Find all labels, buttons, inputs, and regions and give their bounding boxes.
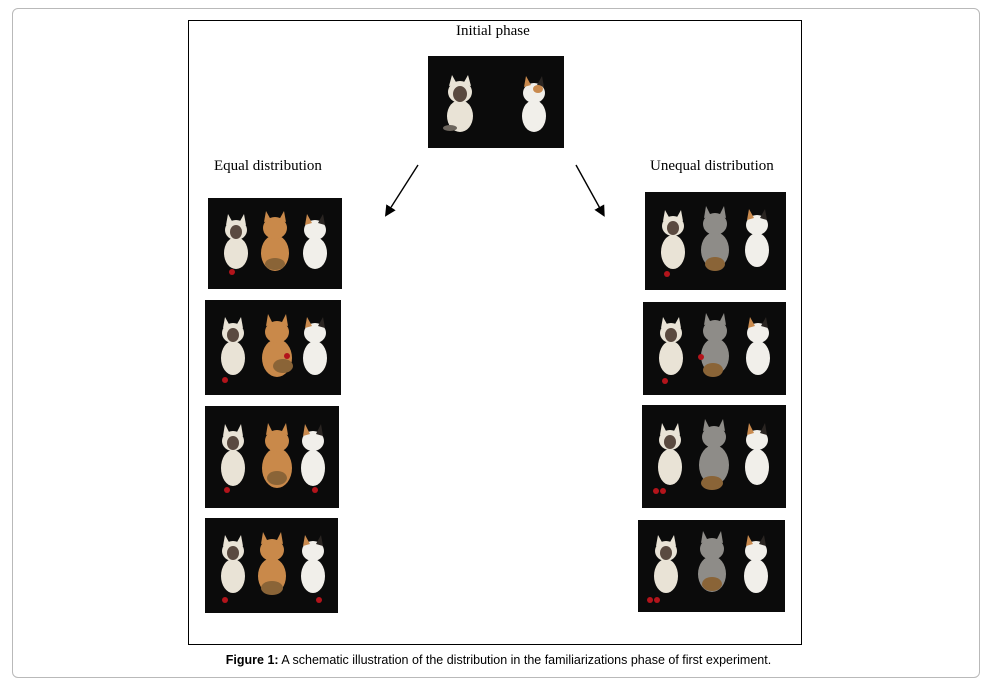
unequal-distribution-label: Unequal distribution — [650, 158, 774, 174]
unequal-photo-3 — [642, 405, 786, 508]
unequal-photo-1 — [645, 192, 786, 290]
equal-photo-3 — [205, 406, 339, 508]
equal-distribution-label: Equal distribution — [214, 158, 322, 174]
caption-prefix: Figure 1: — [225, 653, 279, 667]
three-toy-cats-image — [638, 520, 785, 612]
three-toy-cats-image — [642, 405, 786, 508]
three-toy-cats-image — [205, 518, 338, 613]
arrow-to-unequal-icon — [575, 164, 605, 217]
equal-photo-2 — [205, 300, 341, 395]
unequal-photo-4 — [638, 520, 785, 612]
unequal-photo-2 — [643, 302, 786, 395]
initial-phase-label: Initial phase — [456, 23, 530, 39]
two-toy-cats-image — [428, 56, 564, 148]
arrow-to-equal-icon — [384, 164, 419, 217]
equal-photo-4 — [205, 518, 338, 613]
three-toy-cats-image — [643, 302, 786, 395]
caption-text: A schematic illustration of the distribu… — [278, 653, 772, 667]
figure-caption: Figure 1: A schematic illustration of th… — [0, 653, 997, 667]
figure-frame — [12, 8, 980, 678]
equal-photo-1 — [208, 198, 342, 289]
three-toy-cats-image — [205, 300, 341, 395]
figure-panel — [188, 20, 802, 645]
three-toy-cats-image — [205, 406, 339, 508]
three-toy-cats-image — [208, 198, 342, 289]
initial-phase-photo — [428, 56, 564, 148]
three-toy-cats-image — [645, 192, 786, 290]
